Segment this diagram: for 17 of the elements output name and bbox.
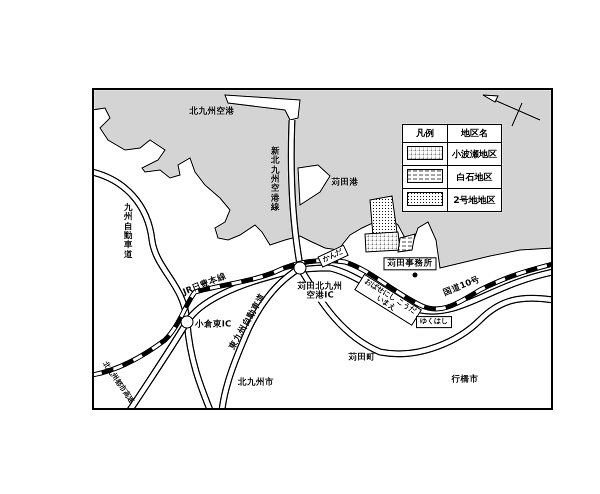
map-label: 苅田町: [348, 353, 376, 363]
legend-text: 白石地区: [456, 172, 492, 182]
map-label: JR日豊本線: [182, 272, 228, 298]
legend-header: 凡例: [416, 129, 434, 139]
map-label: 小倉東IC: [194, 320, 232, 330]
map-label: 行橋市: [452, 375, 478, 385]
legend-text: 小波瀬地区: [452, 150, 497, 160]
map-label: 苅田北九州空港IC: [297, 282, 343, 302]
map-label: 国道10号: [442, 275, 482, 299]
map-label: 九州自動車道: [124, 204, 132, 260]
map-label: 新北九州空港線: [270, 147, 280, 213]
map-label: 北九州市: [238, 378, 274, 388]
map-label: 苅田港: [332, 178, 358, 188]
legend-text: 2号地地区: [453, 196, 496, 206]
map-label: 北九州空港: [190, 107, 234, 117]
station-sign: 苅田事務所: [384, 257, 436, 271]
legend-header: 地区名: [461, 129, 488, 139]
